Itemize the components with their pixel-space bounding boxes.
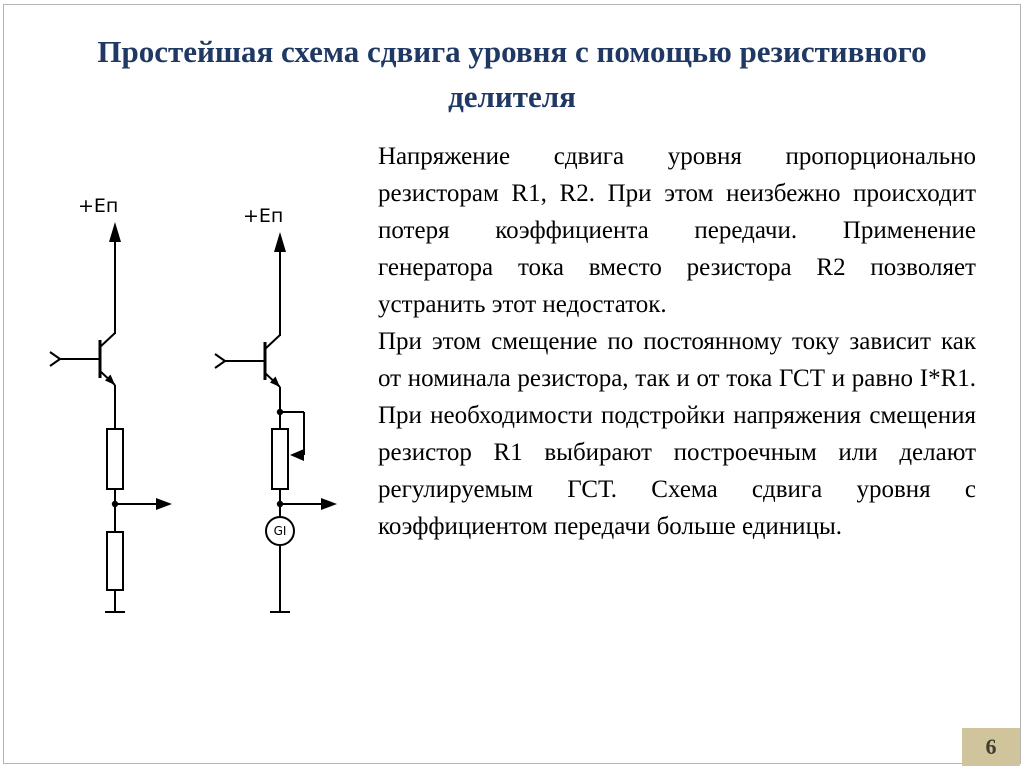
right-circuit: +Еп bbox=[214, 205, 337, 613]
left-output-arrow-icon bbox=[156, 498, 172, 510]
right-output-arrow-icon bbox=[321, 498, 337, 510]
left-input-arrow-icon bbox=[49, 351, 61, 367]
left-emitter-arrow-icon bbox=[105, 374, 115, 385]
right-supply-label: +Еп bbox=[243, 205, 283, 227]
circuit-diagram: +Еп bbox=[49, 195, 337, 613]
tap-arrow-icon bbox=[290, 449, 304, 461]
resistor-tap bbox=[280, 411, 305, 461]
left-resistor-r2 bbox=[106, 531, 124, 591]
paragraph-1: Напряжение сдвига уровня пропорционально… bbox=[378, 143, 976, 318]
right-input-arrow-icon bbox=[214, 353, 226, 369]
left-transistor-symbol bbox=[49, 332, 116, 386]
paragraph-2: При этом смещение по постоянному току за… bbox=[378, 328, 976, 540]
slide-title: Простейшая схема сдвига уровня с помощью… bbox=[97, 34, 927, 114]
right-resistor-r1 bbox=[271, 428, 289, 490]
body-text: Напряжение сдвига уровня пропорционально… bbox=[378, 138, 976, 545]
right-supply-arrow-icon bbox=[274, 232, 286, 252]
page-number-badge: 6 bbox=[962, 728, 1020, 766]
left-circuit: +Еп bbox=[49, 195, 172, 613]
right-emitter-arrow-icon bbox=[270, 376, 280, 387]
left-supply-arrow-icon bbox=[109, 222, 121, 242]
right-transistor-symbol bbox=[214, 334, 281, 388]
current-source-label: GI bbox=[274, 524, 287, 538]
left-supply-label: +Еп bbox=[78, 195, 118, 217]
left-resistor-r1 bbox=[106, 428, 124, 490]
page-number: 6 bbox=[985, 734, 997, 759]
